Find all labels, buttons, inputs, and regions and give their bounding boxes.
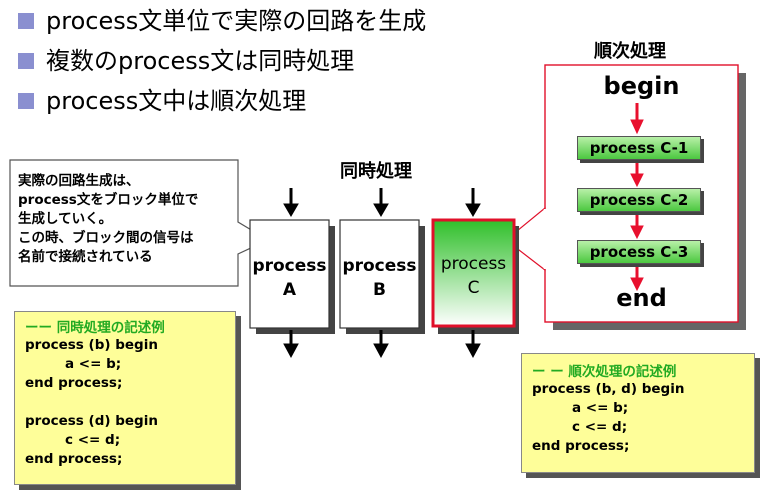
output-arrows: [283, 330, 481, 359]
bullet-item: 複数のprocess文は同時処理: [18, 46, 354, 76]
seq-step: process C-1: [577, 136, 701, 160]
callout-line: 名前で接続されている: [18, 249, 153, 265]
code-line: process (b) begin: [25, 337, 158, 353]
code-line: end process;: [25, 451, 123, 467]
code-line: end process;: [532, 438, 630, 454]
sequential-example-note: ー ー 順次処理の記述例 process (b, d) begin a <= b…: [521, 353, 755, 473]
callout: 実際の回路生成は、 process文をブロック単位で 生成していく。 この時、ブ…: [18, 172, 198, 267]
callout-line: process文をブロック単位で: [18, 192, 199, 208]
bullet-text: process文中は順次処理: [46, 87, 307, 115]
bullet-text: 複数のprocess文は同時処理: [46, 47, 355, 75]
process-c-label: process C: [440, 254, 507, 298]
bullet-text: process文単位で実際の回路を生成: [46, 7, 427, 35]
concurrent-heading: 同時処理: [340, 161, 412, 182]
concurrent-example-note: ーー 同時処理の記述例 process (b) begin a <= b; en…: [14, 311, 236, 485]
bullet-item: process文中は順次処理: [18, 86, 306, 116]
callout-line: 生成していく。: [18, 211, 113, 227]
process-a-box: [249, 219, 330, 329]
code-line: end process;: [25, 375, 123, 391]
code-line: process (d) begin: [25, 413, 158, 429]
code-line: c <= d;: [65, 432, 121, 448]
callout-line: この時、ブロック間の信号は: [18, 230, 194, 246]
seq-end: end: [616, 284, 667, 312]
process-a-label: process A: [252, 256, 327, 300]
sequence-arrows: [630, 103, 644, 292]
process-b-box: [339, 219, 420, 329]
code-line: [25, 393, 165, 412]
note-title: ー ー 順次処理の記述例: [532, 364, 677, 380]
square-bullet-icon: [18, 13, 34, 29]
input-arrows: [283, 188, 481, 217]
square-bullet-icon: [18, 53, 34, 69]
callout-line: 実際の回路生成は、: [18, 173, 140, 189]
bullet-item: process文単位で実際の回路を生成: [18, 6, 426, 36]
code-line: c <= d;: [572, 419, 628, 435]
code-line: a <= b;: [572, 400, 629, 416]
code-line: a <= b;: [65, 356, 122, 372]
process-b-label: process B: [342, 256, 417, 300]
seq-step: process C-3: [577, 240, 701, 264]
seq-begin: begin: [603, 72, 680, 100]
sequential-heading: 順次処理: [594, 41, 666, 62]
process-c-box: [431, 218, 516, 328]
code-line: process (b, d) begin: [532, 381, 685, 397]
note-title: ーー 同時処理の記述例: [25, 320, 165, 336]
square-bullet-icon: [18, 93, 34, 109]
seq-step: process C-2: [577, 188, 701, 212]
